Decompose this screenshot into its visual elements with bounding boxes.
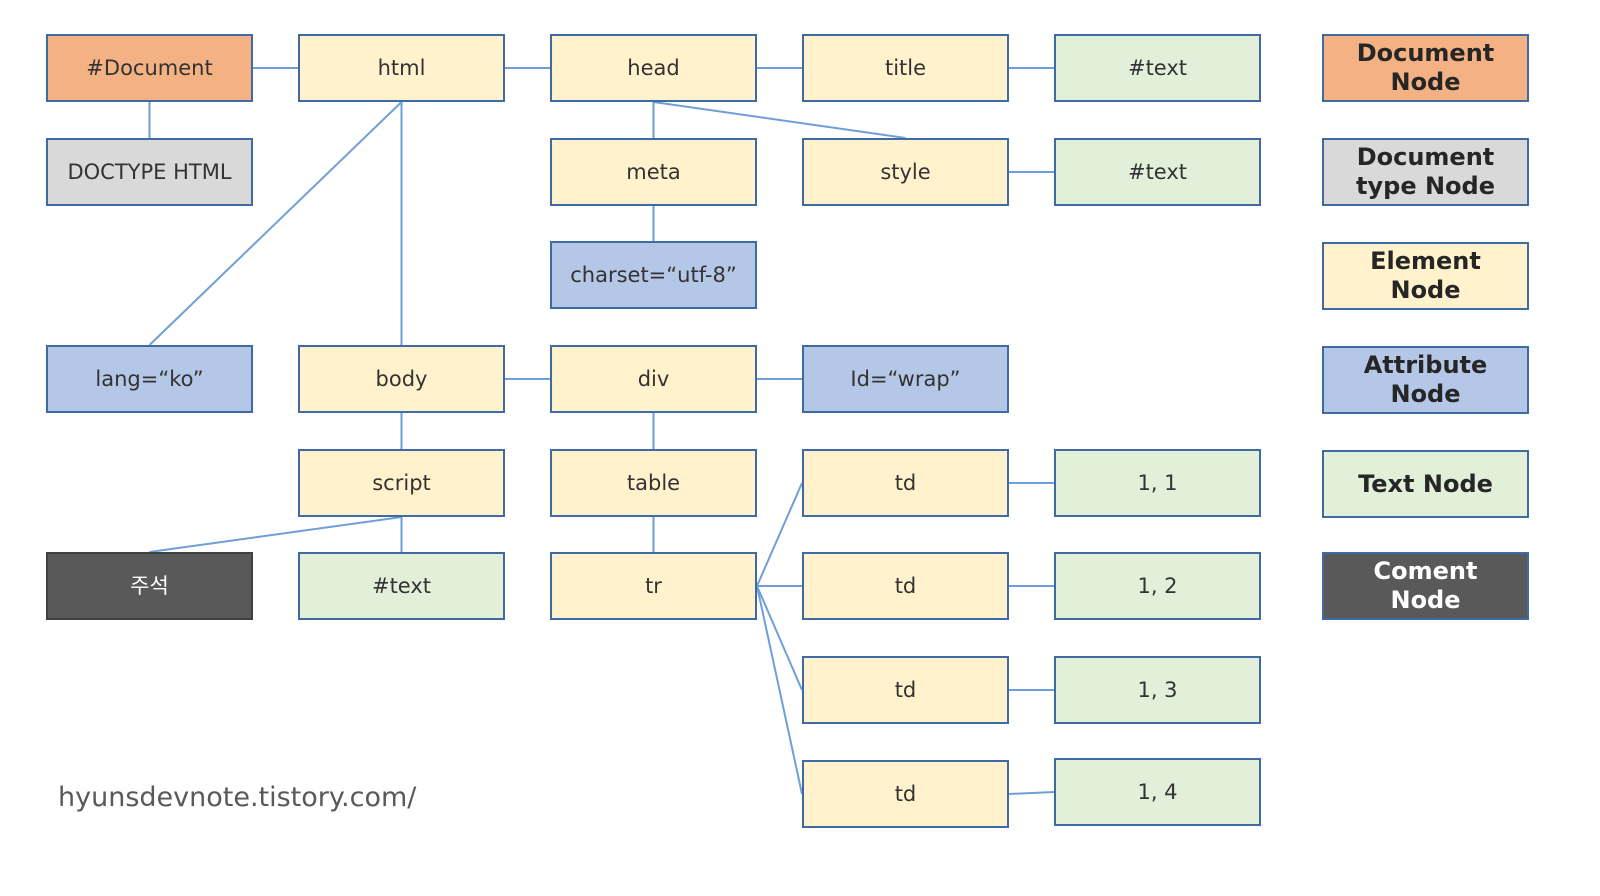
edge-tr-td3 [756, 585, 803, 691]
edge-html-lang [148, 101, 403, 346]
edge-head-style [653, 101, 906, 139]
legend-document: Document Node [1322, 34, 1529, 102]
node-head: head [550, 34, 757, 102]
node-td2: td [802, 552, 1009, 620]
edge-td4-cell14 [1008, 791, 1055, 795]
legend-doctype: Document type Node [1322, 138, 1529, 206]
node-td4: td [802, 760, 1009, 828]
node-html: html [298, 34, 505, 102]
node-title-text: #text [1054, 34, 1261, 102]
node-style: style [802, 138, 1009, 206]
node-doctype: DOCTYPE HTML [46, 138, 253, 206]
node-lang: lang=“ko” [46, 345, 253, 413]
node-td1: td [802, 449, 1009, 517]
node-table: table [550, 449, 757, 517]
node-style-text: #text [1054, 138, 1261, 206]
node-id-wrap: Id=“wrap” [802, 345, 1009, 413]
node-cell14: 1, 4 [1054, 758, 1261, 826]
watermark-text: hyunsdevnote.tistory.com/ [58, 782, 417, 813]
node-body: body [298, 345, 505, 413]
node-document: #Document [46, 34, 253, 102]
legend-attribute: Attribute Node [1322, 346, 1529, 414]
legend-element: Element Node [1322, 242, 1529, 310]
node-charset: charset=“utf-8” [550, 241, 757, 309]
node-title: title [802, 34, 1009, 102]
legend-text: Text Node [1322, 450, 1529, 518]
node-tr: tr [550, 552, 757, 620]
edge-tr-td4 [756, 585, 803, 795]
node-script: script [298, 449, 505, 517]
node-td3: td [802, 656, 1009, 724]
node-cell13: 1, 3 [1054, 656, 1261, 724]
legend-comment: Coment Node [1322, 552, 1529, 620]
node-cell11: 1, 1 [1054, 449, 1261, 517]
node-comment: 주석 [46, 552, 253, 620]
edge-script-comment [149, 516, 402, 553]
node-meta: meta [550, 138, 757, 206]
node-script-text: #text [298, 552, 505, 620]
node-cell12: 1, 2 [1054, 552, 1261, 620]
edge-tr-td1 [756, 482, 803, 587]
node-div: div [550, 345, 757, 413]
